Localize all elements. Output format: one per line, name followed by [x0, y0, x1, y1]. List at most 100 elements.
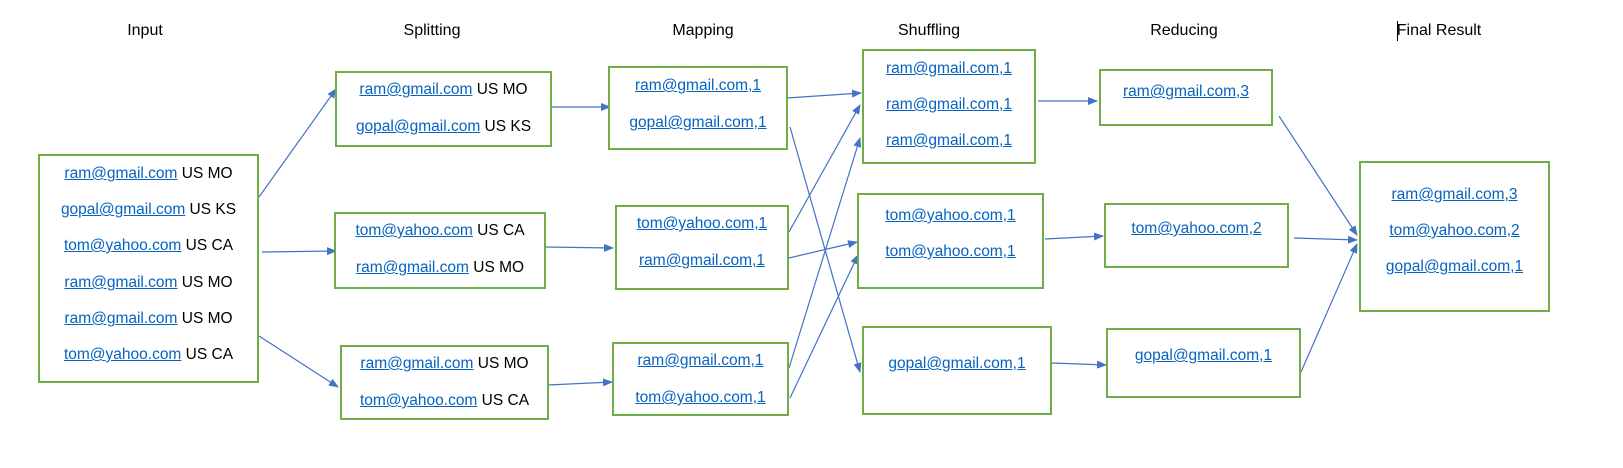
shuffle-row: ram@gmail.com,1 [864, 132, 1034, 150]
final-result-box: ram@gmail.com,3 tom@yahoo.com,2 gopal@gm… [1359, 161, 1550, 312]
kv-link[interactable]: tom@yahoo.com,1 [885, 243, 1016, 260]
arrow-map3-tom-to-shuffle2 [789, 254, 859, 399]
mapping-box-2: tom@yahoo.com,1 ram@gmail.com,1 [615, 205, 789, 290]
kv-link[interactable]: ram@gmail.com,1 [886, 96, 1012, 113]
kv-link[interactable]: tom@yahoo.com,2 [1389, 222, 1520, 239]
input-row: gopal@gmail.com US KS [40, 201, 257, 219]
row-text: US MO [473, 355, 529, 372]
input-row: ram@gmail.com US MO [40, 310, 257, 328]
header-splitting: Splitting [403, 22, 461, 39]
kv-link[interactable]: gopal@gmail.com,1 [1385, 258, 1524, 275]
email-link[interactable]: tom@yahoo.com [63, 237, 182, 254]
split-row: tom@yahoo.com US CA [342, 392, 547, 410]
kv-link[interactable]: tom@yahoo.com,1 [636, 215, 768, 232]
row-text: US CA [477, 392, 530, 409]
arrow-reduce1-to-final [1278, 115, 1358, 236]
kv-link[interactable]: ram@gmail.com,1 [886, 132, 1012, 149]
arrow-reduce3-to-final [1300, 243, 1358, 373]
arrow-input-to-split-3 [258, 335, 339, 388]
header-shuffling: Shuffling [898, 22, 960, 39]
kv-link[interactable]: gopal@gmail.com,1 [1134, 347, 1273, 364]
kv-link[interactable]: tom@yahoo.com,1 [635, 389, 766, 406]
email-link[interactable]: ram@gmail.com [355, 259, 469, 276]
row-text: US MO [177, 165, 233, 182]
kv-link[interactable]: ram@gmail.com,1 [639, 252, 765, 269]
arrow-split3-to-map3 [547, 378, 613, 387]
email-link[interactable]: gopal@gmail.com [355, 118, 481, 135]
email-link[interactable]: ram@gmail.com [64, 274, 178, 291]
text-cursor [1397, 21, 1398, 41]
map-row: gopal@gmail.com,1 [610, 114, 786, 132]
split-row: ram@gmail.com US MO [336, 259, 544, 277]
input-row: tom@yahoo.com US CA [40, 237, 257, 255]
kv-link[interactable]: ram@gmail.com,1 [637, 352, 764, 369]
map-row: tom@yahoo.com,1 [617, 215, 787, 233]
email-link[interactable]: tom@yahoo.com [359, 392, 478, 409]
kv-link[interactable]: gopal@gmail.com,1 [629, 114, 767, 131]
kv-link[interactable]: ram@gmail.com,1 [635, 77, 761, 94]
shuffle-row: gopal@gmail.com,1 [864, 355, 1050, 373]
arrow-shuffle3-to-reduce3 [1051, 360, 1107, 369]
header-reducing: Reducing [1150, 22, 1218, 39]
arrow-map2-ram-to-shuffle1 [788, 240, 858, 259]
kv-link[interactable]: ram@gmail.com,1 [886, 60, 1012, 77]
email-link[interactable]: ram@gmail.com [64, 310, 178, 327]
row-text: US CA [181, 346, 234, 363]
split-row: ram@gmail.com US MO [342, 355, 547, 373]
shuffling-box-1: ram@gmail.com,1 ram@gmail.com,1 ram@gmai… [862, 49, 1036, 164]
row-text: US MO [177, 274, 233, 291]
row-text: US KS [185, 201, 237, 218]
mapping-box-3: ram@gmail.com,1 tom@yahoo.com,1 [612, 342, 789, 416]
row-text: US CA [472, 222, 525, 239]
arrow-map1-ram-to-shuffle1 [786, 89, 862, 99]
reduce-row: ram@gmail.com,3 [1101, 83, 1271, 101]
map-row: tom@yahoo.com,1 [614, 389, 787, 407]
reducing-box-2: tom@yahoo.com,2 [1104, 203, 1289, 268]
row-text: US MO [468, 259, 525, 276]
row-text: US MO [472, 81, 528, 98]
splitting-box-2: tom@yahoo.com US CA ram@gmail.com US MO [334, 212, 546, 289]
arrow-split2-to-map2 [544, 243, 614, 252]
email-link[interactable]: ram@gmail.com [64, 165, 178, 182]
email-link[interactable]: tom@yahoo.com [63, 346, 182, 363]
shuffle-row: ram@gmail.com,1 [864, 60, 1034, 78]
map-row: ram@gmail.com,1 [617, 252, 787, 270]
reduce-row: tom@yahoo.com,2 [1106, 220, 1287, 238]
map-row: ram@gmail.com,1 [610, 77, 786, 95]
kv-link[interactable]: ram@gmail.com,3 [1391, 186, 1518, 203]
kv-link[interactable]: gopal@gmail.com,1 [888, 355, 1026, 372]
email-link[interactable]: tom@yahoo.com [355, 222, 473, 239]
arrow-input-to-split-2 [261, 247, 337, 256]
row-text: US KS [480, 118, 532, 135]
email-link[interactable]: ram@gmail.com [360, 355, 474, 372]
shuffling-box-3: gopal@gmail.com,1 [862, 326, 1052, 415]
header-input: Input [127, 22, 163, 39]
final-row: ram@gmail.com,3 [1361, 186, 1548, 204]
split-row: ram@gmail.com US MO [337, 81, 550, 99]
input-row: ram@gmail.com US MO [40, 274, 257, 292]
kv-link[interactable]: tom@yahoo.com,1 [885, 207, 1016, 224]
arrow-map1-gopal-to-shuffle3 [789, 126, 862, 373]
arrow-reduce2-to-final [1293, 235, 1358, 244]
shuffle-row: ram@gmail.com,1 [864, 96, 1034, 114]
mapping-box-1: ram@gmail.com,1 gopal@gmail.com,1 [608, 66, 788, 150]
final-row: gopal@gmail.com,1 [1361, 258, 1548, 276]
splitting-box-1: ram@gmail.com US MO gopal@gmail.com US K… [335, 71, 552, 147]
split-row: gopal@gmail.com US KS [337, 118, 550, 136]
arrow-map3-ram-to-shuffle1 [788, 137, 862, 369]
shuffle-row: tom@yahoo.com,1 [859, 243, 1042, 261]
header-final-result: Final Result [1396, 22, 1482, 39]
arrow-shuffle2-to-reduce2 [1044, 232, 1104, 241]
reducing-box-1: ram@gmail.com,3 [1099, 69, 1273, 126]
split-row: tom@yahoo.com US CA [336, 222, 544, 240]
arrow-input-to-split-1 [258, 88, 337, 198]
final-row: tom@yahoo.com,2 [1361, 222, 1548, 240]
kv-link[interactable]: tom@yahoo.com,2 [1131, 220, 1262, 237]
row-text: US MO [177, 310, 233, 327]
shuffle-row: tom@yahoo.com,1 [859, 207, 1042, 225]
map-row: ram@gmail.com,1 [614, 352, 787, 370]
email-link[interactable]: gopal@gmail.com [60, 201, 186, 218]
shuffling-box-2: tom@yahoo.com,1 tom@yahoo.com,1 [857, 193, 1044, 289]
email-link[interactable]: ram@gmail.com [359, 81, 473, 98]
kv-link[interactable]: ram@gmail.com,3 [1123, 83, 1249, 100]
